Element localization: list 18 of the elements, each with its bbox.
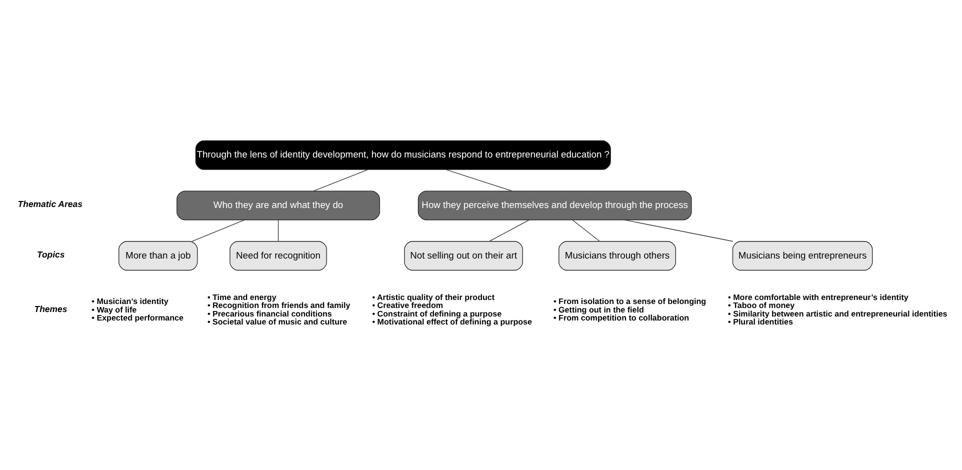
connector <box>278 220 279 242</box>
node-box: Musicians through others <box>558 241 676 271</box>
label: Topics <box>36 249 65 260</box>
connector <box>489 220 530 242</box>
connector <box>313 169 368 192</box>
node-box: More than a job <box>118 241 198 271</box>
node-box: Need for recognition <box>230 241 327 271</box>
connector <box>192 220 245 242</box>
node-box: How they perceive themselves and develop through the process <box>418 190 692 220</box>
label: Themes <box>34 304 68 314</box>
connector <box>572 220 600 242</box>
node-box: Through the lens of identity development, how do musicians respond to entrepreneurial education ? <box>195 140 611 170</box>
node-box: Musicians being entrepreneurs <box>732 241 873 271</box>
label: Thematic Areas <box>18 199 82 210</box>
node-box: Not selling out on their art <box>404 241 523 271</box>
connector <box>445 169 513 192</box>
connector <box>624 220 734 242</box>
node-box: Who they are and what they do <box>176 190 380 220</box>
